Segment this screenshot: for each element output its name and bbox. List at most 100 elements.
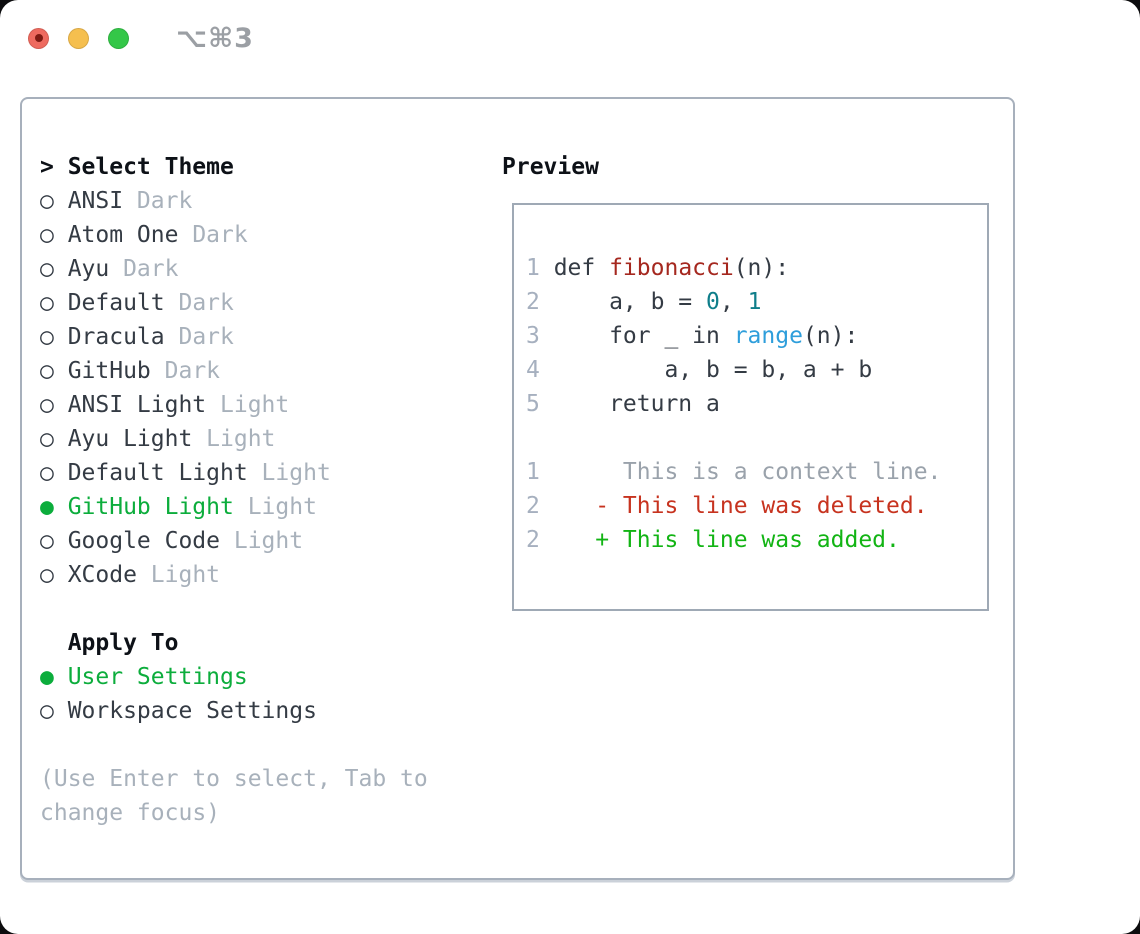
minimize-button[interactable] — [68, 27, 89, 49]
theme-variant: Dark — [123, 188, 193, 214]
apply-to-list: ● User Settings ○ Workspace Settings — [40, 660, 485, 728]
theme-name: ANSI — [67, 188, 124, 214]
apply-to-section: Apply To ● User Settings ○ Workspace Settin… — [40, 626, 485, 728]
theme-option-ayu-dark[interactable]: ○ Ayu Dark — [40, 252, 485, 286]
theme-option-google-code-light[interactable]: ○ Google Code Light — [40, 524, 485, 558]
theme-name: GitHub — [67, 358, 151, 384]
theme-list: ○ANSI Dark○Atom One Dark○Ayu Dark○Defaul… — [40, 184, 485, 592]
radio-icon: ○ — [40, 562, 54, 588]
theme-name: Google Code — [67, 528, 221, 554]
line-number: 2 — [526, 493, 540, 519]
theme-variant: Dark — [164, 290, 234, 316]
theme-variant: Dark — [109, 256, 179, 282]
radio-icon: ○ — [40, 358, 54, 384]
theme-picker-panel: >Select Theme ○ANSI Dark○Atom One Dark○A… — [20, 97, 1015, 880]
close-button[interactable] — [28, 27, 49, 49]
line-number: 4 — [526, 357, 540, 383]
theme-option-default-dark[interactable]: ○ Default Dark — [40, 286, 485, 320]
code-token: a, b = — [553, 289, 707, 315]
code-token: def — [553, 255, 610, 281]
apply-option-user-settings[interactable]: ● User Settings — [40, 660, 485, 694]
diff-line-deleted: 2 - This line was deleted. — [526, 489, 977, 523]
apply-option-label: Workspace Settings — [67, 698, 317, 724]
radio-selected-icon: ● — [40, 494, 54, 520]
code-token: fibonacci — [609, 255, 734, 281]
theme-name: Ayu — [67, 256, 110, 282]
apply-option-label: User Settings — [67, 664, 248, 690]
theme-variant: Light — [220, 528, 304, 554]
code-line: 4 a, b = b, a + b — [526, 353, 977, 387]
theme-variant: Dark — [178, 222, 248, 248]
keyboard-hint: (Use Enter to select, Tab to change focu… — [40, 766, 428, 826]
diff-block: 1 This is a context line.2 - This line w… — [526, 455, 977, 557]
theme-name: Ayu Light — [67, 426, 193, 452]
theme-option-default-light-light[interactable]: ○Default Light Light — [40, 456, 485, 490]
radio-icon: ○ — [40, 256, 54, 282]
line-number: 2 — [526, 289, 540, 315]
code-line: 2 a, b = 0, 1 — [526, 285, 977, 319]
radio-icon: ○ — [40, 188, 54, 214]
theme-variant: Light — [192, 426, 276, 452]
theme-option-ayu-light-light[interactable]: ○ Ayu Light Light — [40, 422, 485, 456]
prompt-icon: > — [40, 154, 54, 180]
diff-line-added: 2 + This line was added. — [526, 523, 977, 557]
zoom-button[interactable] — [108, 27, 129, 49]
line-number: 2 — [526, 527, 540, 553]
theme-name: Dracula — [67, 324, 165, 350]
theme-name: ANSI Light — [67, 392, 207, 418]
theme-variant: Dark — [164, 324, 234, 350]
theme-list-column: >Select Theme ○ANSI Dark○Atom One Dark○A… — [40, 150, 485, 830]
radio-icon: ○ — [40, 698, 54, 724]
theme-variant: Light — [206, 392, 290, 418]
titlebar: ⌥⌘3 — [28, 23, 254, 54]
apply-option-workspace-settings[interactable]: ○ Workspace Settings — [40, 694, 485, 728]
theme-option-ansi-light-light[interactable]: ○ ANSI Light Light — [40, 388, 485, 422]
preview-pane: 1 def fibonacci (n): 2 a, b = 0, 1 3 for _ i… — [512, 203, 989, 611]
theme-option-ansi-dark[interactable]: ○ ANSI Dark — [40, 184, 485, 218]
theme-option-github-light-light[interactable]: ●GitHub Light Light — [40, 490, 485, 524]
code-token: , — [719, 289, 748, 315]
apply-to-heading: Apply To — [67, 630, 179, 656]
radio-icon: ○ — [40, 528, 54, 554]
theme-name: Atom One — [67, 222, 179, 248]
theme-variant: Light — [247, 460, 331, 486]
diff-text: - This line was deleted. — [553, 493, 928, 519]
line-number: 1 — [526, 459, 540, 485]
preview-heading: Preview — [502, 154, 599, 180]
line-number: 1 — [526, 255, 540, 281]
code-token: (n): — [802, 323, 859, 349]
radio-icon: ○ — [40, 426, 54, 452]
theme-name: XCode — [67, 562, 137, 588]
radio-icon: ○ — [40, 324, 54, 350]
theme-option-dracula-dark[interactable]: ○ Dracula Dark — [40, 320, 485, 354]
radio-icon: ○ — [40, 460, 54, 486]
theme-variant: Light — [136, 562, 221, 588]
select-theme-heading: > Select Theme — [40, 150, 485, 184]
theme-option-atom-one-dark[interactable]: ○Atom One Dark — [40, 218, 485, 252]
code-token: return a — [553, 391, 720, 417]
code-line: 5 return a — [526, 387, 977, 421]
theme-option-xcode-light[interactable]: ○ XCode Light — [40, 558, 485, 592]
diff-text: This is a context line. — [553, 459, 942, 485]
radio-icon: ○ — [40, 290, 54, 316]
theme-variant: Dark — [150, 358, 221, 384]
close-modified-dot-icon — [34, 34, 43, 42]
code-token: for _ in — [553, 323, 734, 349]
window-shortcut-label: ⌥⌘3 — [176, 22, 254, 54]
radio-icon: ○ — [40, 392, 54, 418]
line-number: 3 — [526, 323, 540, 349]
code-token: 1 — [747, 289, 762, 315]
select-theme-title: Select Theme — [67, 154, 234, 180]
code-token: 0 — [706, 289, 720, 315]
radio-selected-icon: ● — [40, 664, 54, 690]
code-block: 1 def fibonacci (n): 2 a, b = 0, 1 3 for _ i… — [526, 251, 977, 421]
diff-text: + This line was added. — [553, 527, 900, 553]
theme-option-github-dark[interactable]: ○ GitHub Dark — [40, 354, 485, 388]
theme-name: Default — [67, 290, 165, 316]
diff-line-context: 1 This is a context line. — [526, 455, 977, 489]
blank-line — [526, 421, 977, 455]
theme-variant: Light — [233, 494, 317, 520]
line-number: 5 — [526, 391, 540, 417]
